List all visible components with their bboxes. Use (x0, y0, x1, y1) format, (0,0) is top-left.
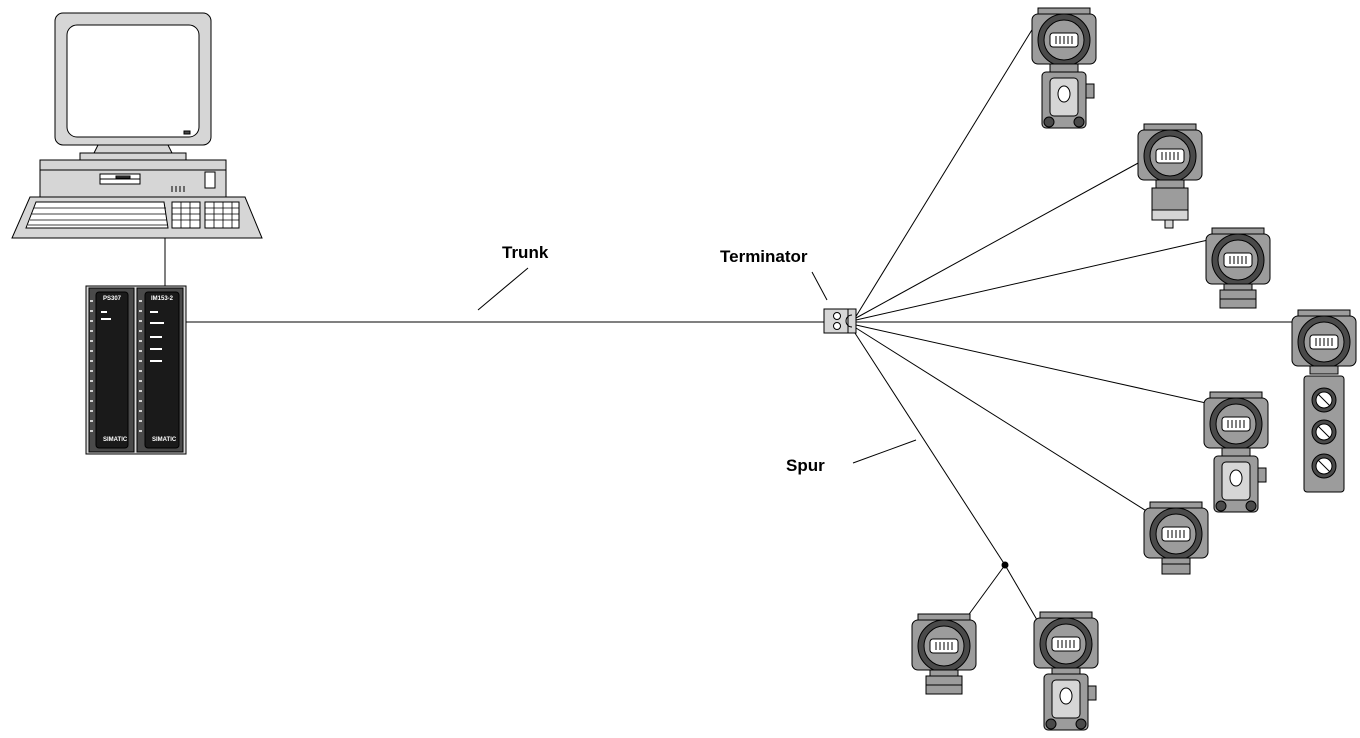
svg-text:IM153-2: IM153-2 (151, 296, 174, 302)
spur-lines (852, 19, 1294, 626)
field-devices (911, 7, 1357, 731)
field-device-8 (1033, 611, 1099, 731)
field-device-5 (1203, 391, 1269, 513)
terminator-block (823, 308, 857, 334)
svg-text:PS307: PS307 (103, 296, 122, 302)
svg-text:SIMATIC: SIMATIC (103, 437, 128, 443)
trunk-label: Trunk (502, 243, 549, 262)
field-device-2 (1137, 123, 1203, 229)
terminator-leader (811, 271, 828, 301)
terminator-label: Terminator (720, 247, 808, 266)
field-device-3 (1205, 227, 1271, 309)
field-device-1 (1031, 7, 1097, 129)
svg-text:SIMATIC: SIMATIC (152, 437, 177, 443)
controller-module-1: PS307 SIMATIC (88, 287, 135, 453)
computer-workstation (11, 12, 263, 239)
field-device-7 (911, 613, 977, 695)
controller-rack: PS307 SIMATIC IM153-2 SIMATIC (85, 285, 187, 455)
spur-junction-dot (1001, 561, 1009, 569)
field-device-4-positioner (1291, 309, 1357, 493)
spur-label: Spur (786, 456, 825, 475)
controller-module-2: IM153-2 SIMATIC (136, 287, 184, 453)
wires (164, 19, 1294, 626)
field-device-6 (1143, 501, 1209, 575)
trunk-leader (477, 267, 529, 311)
spur-leader (852, 439, 917, 464)
